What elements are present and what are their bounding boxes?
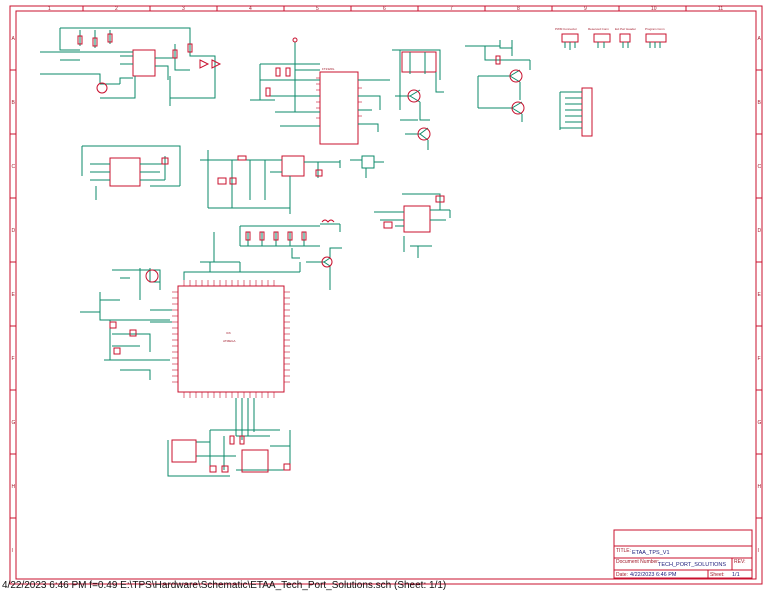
connector-headers: PWM Connector Reserved Conn Ext Pwr Head… bbox=[555, 27, 667, 137]
print-footer: 4/22/2023 6:46 PM f=0.49 E:\TPS\Hardware… bbox=[2, 580, 446, 591]
connector-label: Reserved Conn bbox=[588, 27, 609, 31]
col-label: 8 bbox=[517, 6, 520, 12]
transistor-switch-block bbox=[392, 49, 444, 150]
transistor-pair-top-right bbox=[465, 40, 531, 122]
col-label: 3 bbox=[182, 6, 185, 12]
row-label: C bbox=[758, 164, 762, 170]
col-label: 10 bbox=[651, 6, 657, 12]
document-number-label: Document Number: bbox=[616, 559, 659, 565]
row-label: G bbox=[12, 420, 16, 426]
row-label: A bbox=[12, 36, 16, 42]
row-label: D bbox=[758, 228, 762, 234]
mcu-part: ATMEGA bbox=[223, 339, 235, 343]
row-label: F bbox=[12, 356, 15, 362]
row-label: B bbox=[758, 100, 762, 106]
drawing-frame bbox=[9, 5, 763, 585]
row-label: F bbox=[758, 356, 761, 362]
footer-timestamp: 4/22/2023 6:46 PM bbox=[2, 580, 87, 591]
col-label: 11 bbox=[718, 6, 723, 12]
right-mid-ic-block bbox=[374, 193, 451, 258]
row-label: H bbox=[12, 484, 16, 490]
connector-label: Program Conn bbox=[645, 27, 665, 31]
title-label: TITLE: bbox=[616, 548, 631, 554]
col-label: 6 bbox=[383, 6, 386, 12]
date-value: 4/22/2023 6:46 PM bbox=[630, 572, 677, 578]
decoupling-filter-row bbox=[200, 219, 341, 273]
voltage-regulator-block bbox=[200, 150, 384, 214]
footer-path: E:\TPS\Hardware\Schematic\ETAA_Tech_Port… bbox=[120, 580, 447, 591]
connector-label: Ext Pwr Header bbox=[615, 27, 636, 31]
bottom-support-block bbox=[167, 398, 291, 477]
sheet-label: Sheet: bbox=[710, 572, 724, 578]
row-label: B bbox=[12, 100, 16, 106]
main-mcu: IC6 ATMEGA bbox=[80, 262, 290, 398]
row-label: C bbox=[12, 164, 16, 170]
usb-chip-label: FT232RL bbox=[322, 67, 335, 71]
col-label: 5 bbox=[316, 6, 319, 12]
row-label: I bbox=[12, 548, 13, 554]
title-block: TITLE: ETAA_TPS_V1 Document Number: TECH… bbox=[613, 529, 753, 579]
col-label: 4 bbox=[249, 6, 252, 12]
col-label: 7 bbox=[450, 6, 453, 12]
rev-label: REV: bbox=[734, 559, 745, 565]
title-value: ETAA_TPS_V1 bbox=[632, 550, 670, 556]
row-label: E bbox=[758, 292, 762, 298]
mcu-name: IC6 bbox=[226, 331, 231, 335]
connector-label: PWM Connector bbox=[555, 27, 577, 31]
col-label: 9 bbox=[584, 6, 587, 12]
frame-column-labels: 1 2 3 4 5 6 7 8 9 10 11 bbox=[48, 6, 723, 12]
opamp-block-mid-left bbox=[81, 145, 181, 200]
row-label: D bbox=[12, 228, 16, 234]
frame-row-labels: A B C D E F G H I A B C D E F G H I bbox=[10, 36, 762, 554]
opamp-block-top-left bbox=[40, 27, 222, 106]
row-label: E bbox=[12, 292, 16, 298]
date-label: Date: bbox=[616, 572, 628, 578]
mcu-side-transistor bbox=[112, 247, 342, 300]
document-number-value: TECH_PORT_SOLUTIONS bbox=[658, 562, 726, 568]
sheet-value: 1/1 bbox=[732, 572, 740, 578]
row-label: I bbox=[758, 548, 759, 554]
row-label: H bbox=[758, 484, 762, 490]
usb-uart-block: FT232RL bbox=[250, 37, 390, 145]
footer-frame: f=0.49 bbox=[89, 580, 118, 591]
row-label: A bbox=[758, 36, 762, 42]
col-label: 2 bbox=[115, 6, 118, 12]
col-label: 1 bbox=[48, 6, 51, 12]
row-label: G bbox=[758, 420, 762, 426]
